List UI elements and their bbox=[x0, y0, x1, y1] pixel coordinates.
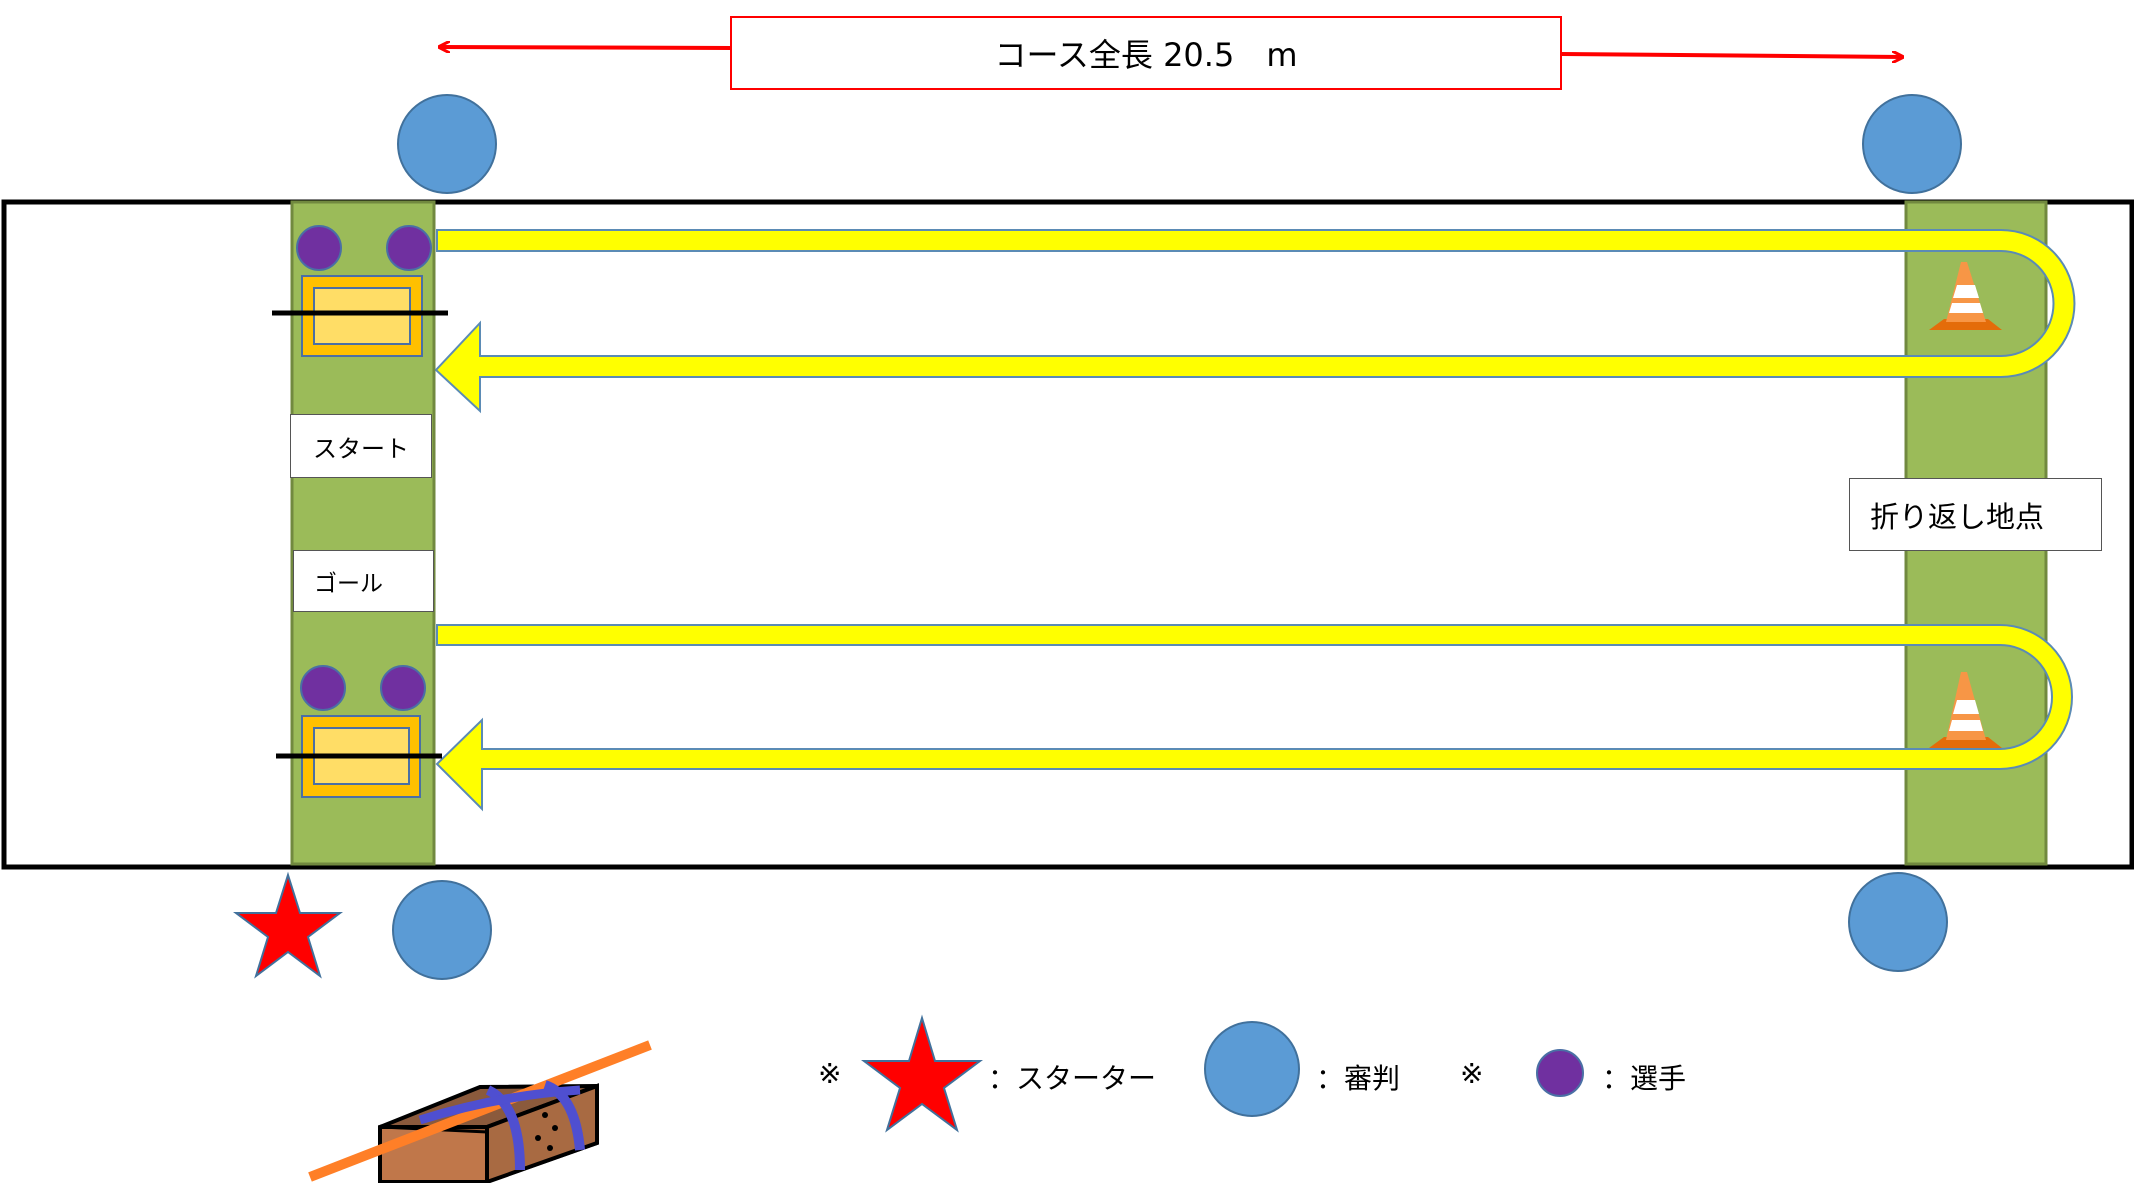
lane-arrow-lower bbox=[435, 624, 2073, 812]
legend-player-label: ：選手 bbox=[1602, 1062, 1687, 1095]
judge-icon bbox=[1848, 872, 1948, 972]
traffic-cone-icon bbox=[1929, 672, 2002, 748]
player-icon bbox=[296, 225, 342, 271]
judge-icon bbox=[1862, 94, 1962, 194]
legend-starter-star-icon bbox=[861, 1014, 983, 1133]
course-length-arrow-left bbox=[440, 47, 733, 48]
course-length-label: コース全長 20.5 m bbox=[994, 36, 1298, 74]
player-icon bbox=[386, 225, 432, 271]
legend-starter-label: ：スターター bbox=[988, 1062, 1157, 1095]
legend-player-icon bbox=[1536, 1049, 1584, 1097]
lane-arrow-upper bbox=[434, 229, 2076, 414]
legend-mark: ※ bbox=[1460, 1057, 1484, 1090]
turnaround-label: 折り返し地点 bbox=[1849, 478, 2102, 551]
player-icon bbox=[380, 665, 426, 711]
judge-icon bbox=[392, 880, 492, 980]
start-box-inner bbox=[313, 287, 411, 345]
judge-icon bbox=[397, 94, 497, 194]
wooden-block-icon bbox=[308, 1040, 652, 1183]
player-icon bbox=[300, 665, 346, 711]
traffic-cone-icon bbox=[1929, 262, 2002, 330]
course-length-arrow-right bbox=[1561, 54, 1902, 57]
course-length-box bbox=[730, 16, 1562, 90]
legend-mark: ※ bbox=[818, 1057, 842, 1090]
legend-judge-label: ：審判 bbox=[1316, 1062, 1401, 1095]
starter-star-icon bbox=[233, 871, 343, 979]
goal-label: ゴール bbox=[293, 550, 434, 612]
start-label: スタート bbox=[290, 414, 432, 478]
legend-judge-icon bbox=[1204, 1021, 1300, 1117]
